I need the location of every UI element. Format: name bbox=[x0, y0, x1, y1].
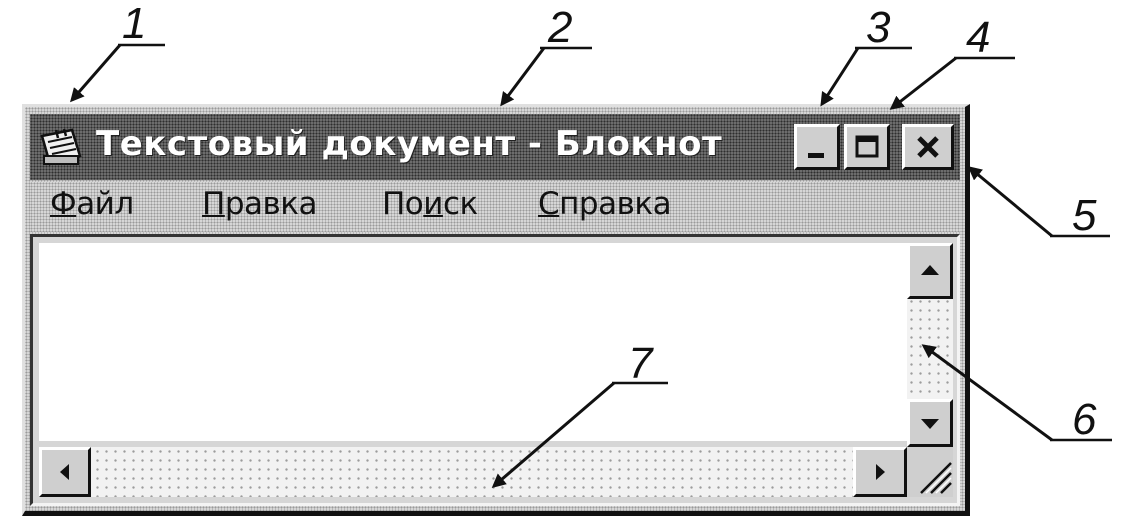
resize-grip-icon bbox=[920, 462, 952, 494]
callout-leader-5 bbox=[967, 166, 1053, 238]
horizontal-scrollbar[interactable] bbox=[39, 447, 907, 497]
callout-leader-1 bbox=[70, 44, 122, 103]
minimize-icon bbox=[808, 153, 824, 158]
text-edit-area[interactable] bbox=[39, 243, 907, 441]
arrow-right-icon bbox=[876, 464, 885, 480]
minimize-button[interactable] bbox=[794, 124, 840, 170]
scroll-left-button[interactable] bbox=[39, 447, 91, 497]
scroll-right-button[interactable] bbox=[853, 447, 907, 497]
menu-file[interactable]: Файл bbox=[50, 186, 134, 222]
callout-leader-2 bbox=[500, 47, 546, 107]
callout-label-1: 1 bbox=[122, 0, 147, 48]
callout-leader-3 bbox=[820, 47, 860, 107]
callout-label-7: 7 bbox=[628, 339, 653, 388]
callout-label-6: 6 bbox=[1072, 395, 1097, 444]
callout-label-4: 4 bbox=[966, 13, 991, 62]
callout-label-5: 5 bbox=[1072, 191, 1097, 240]
callout-label-3: 3 bbox=[866, 3, 891, 52]
client-area bbox=[30, 234, 960, 506]
maximize-icon bbox=[855, 135, 879, 158]
menu-edit[interactable]: Правка bbox=[202, 186, 317, 222]
arrow-left-icon bbox=[60, 464, 69, 480]
close-button[interactable] bbox=[902, 124, 954, 170]
notepad-icon[interactable] bbox=[36, 126, 86, 170]
scroll-down-button[interactable] bbox=[907, 399, 953, 447]
callout-label-2: 2 bbox=[548, 3, 573, 52]
arrow-down-icon bbox=[921, 419, 939, 429]
menu-bar: Файл Правка Поиск Справка bbox=[30, 182, 960, 232]
menu-help[interactable]: Справка bbox=[538, 186, 672, 222]
resize-grip[interactable] bbox=[907, 447, 953, 497]
window-title: Текстовый документ - Блокнот bbox=[96, 124, 723, 164]
close-icon bbox=[917, 136, 939, 158]
callout-leader-4 bbox=[889, 56, 957, 110]
menu-search[interactable]: Поиск bbox=[382, 186, 478, 222]
maximize-button[interactable] bbox=[844, 124, 890, 170]
title-bar[interactable]: Текстовый документ - Блокнот bbox=[30, 114, 960, 180]
arrow-up-icon bbox=[921, 265, 939, 275]
scroll-up-button[interactable] bbox=[907, 243, 953, 299]
